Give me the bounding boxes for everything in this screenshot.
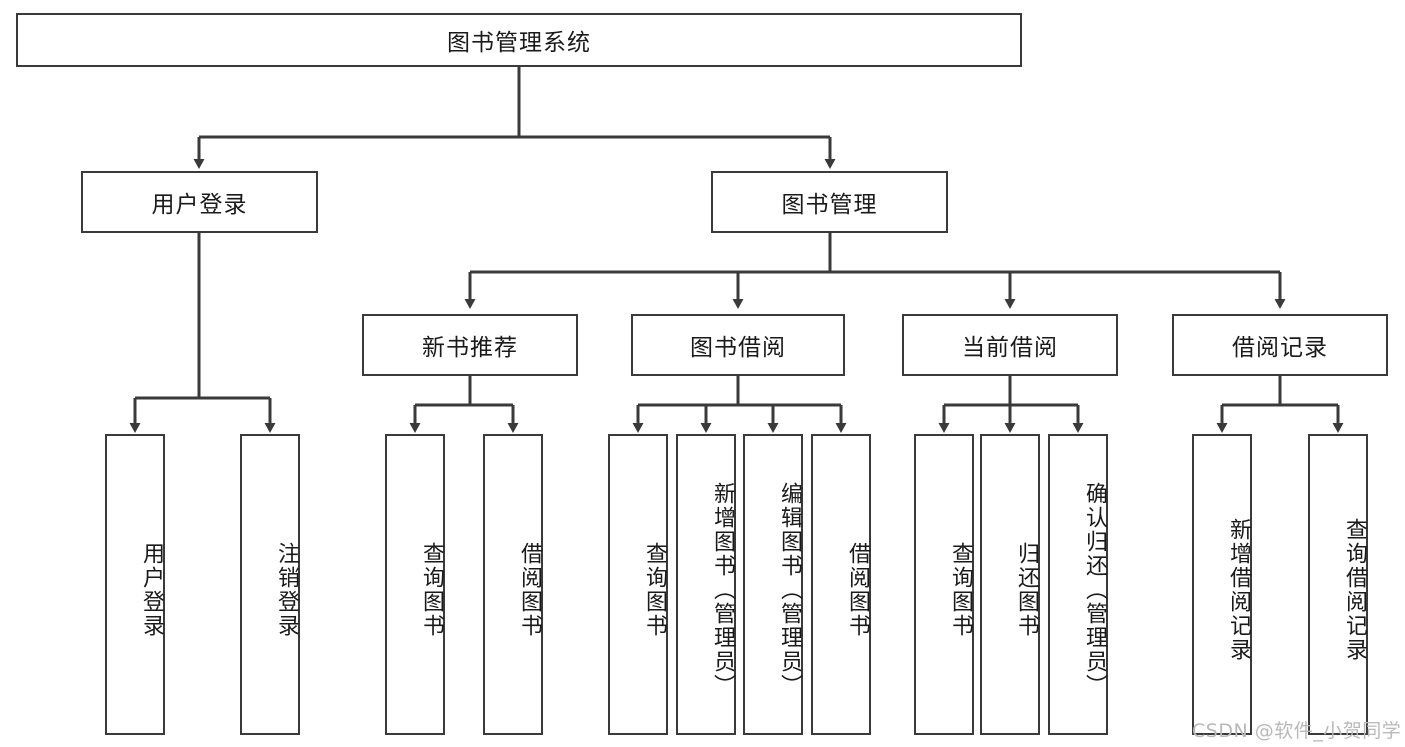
leaf-label: 查询图书 xyxy=(642,541,667,638)
leaf-label: 注销登录 xyxy=(274,541,299,638)
leaf-current-borrow-confirm-return[interactable]: 确认归还（管理员） xyxy=(1048,434,1108,735)
csdn-watermark: CSDN @软件_小贺同学 xyxy=(1192,720,1402,742)
leaf-label: 新增图书（管理员） xyxy=(710,481,735,698)
leaf-label: 查询图书 xyxy=(419,541,444,638)
leaf-book-borrow-add[interactable]: 新增图书（管理员） xyxy=(676,434,736,735)
leaf-label: 归还图书 xyxy=(1014,541,1039,638)
node-book-borrow[interactable]: 图书借阅 xyxy=(631,314,845,376)
leaf-book-borrow-edit[interactable]: 编辑图书（管理员） xyxy=(743,434,803,735)
leaf-new-book-borrow[interactable]: 借阅图书 xyxy=(483,434,543,735)
leaf-user-login-logout[interactable]: 注销登录 xyxy=(240,434,300,735)
node-new-book-recommend[interactable]: 新书推荐 xyxy=(362,314,578,376)
leaf-label: 借阅图书 xyxy=(845,541,870,638)
leaf-book-borrow-query[interactable]: 查询图书 xyxy=(608,434,668,735)
leaf-label: 新增借阅记录 xyxy=(1226,517,1251,662)
leaf-book-borrow-borrow[interactable]: 借阅图书 xyxy=(811,434,871,735)
leaf-current-borrow-return[interactable]: 归还图书 xyxy=(980,434,1040,735)
leaf-user-login-login[interactable]: 用户登录 xyxy=(105,434,165,735)
node-current-borrow[interactable]: 当前借阅 xyxy=(902,314,1118,376)
leaf-label: 用户登录 xyxy=(139,541,164,638)
node-book-management[interactable]: 图书管理 xyxy=(711,171,948,233)
leaf-current-borrow-query[interactable]: 查询图书 xyxy=(914,434,974,735)
node-root-system[interactable]: 图书管理系统 xyxy=(16,13,1022,67)
leaf-borrow-record-add[interactable]: 新增借阅记录 xyxy=(1192,434,1252,735)
node-borrow-record[interactable]: 借阅记录 xyxy=(1172,314,1388,376)
node-user-login[interactable]: 用户登录 xyxy=(81,171,318,233)
leaf-label: 确认归还（管理员） xyxy=(1082,481,1107,698)
leaf-new-book-query[interactable]: 查询图书 xyxy=(385,434,445,735)
leaf-label: 编辑图书（管理员） xyxy=(777,481,802,698)
leaf-borrow-record-query[interactable]: 查询借阅记录 xyxy=(1308,434,1368,735)
leaf-label: 查询图书 xyxy=(948,541,973,638)
leaf-label: 查询借阅记录 xyxy=(1342,517,1367,662)
leaf-label: 借阅图书 xyxy=(517,541,542,638)
